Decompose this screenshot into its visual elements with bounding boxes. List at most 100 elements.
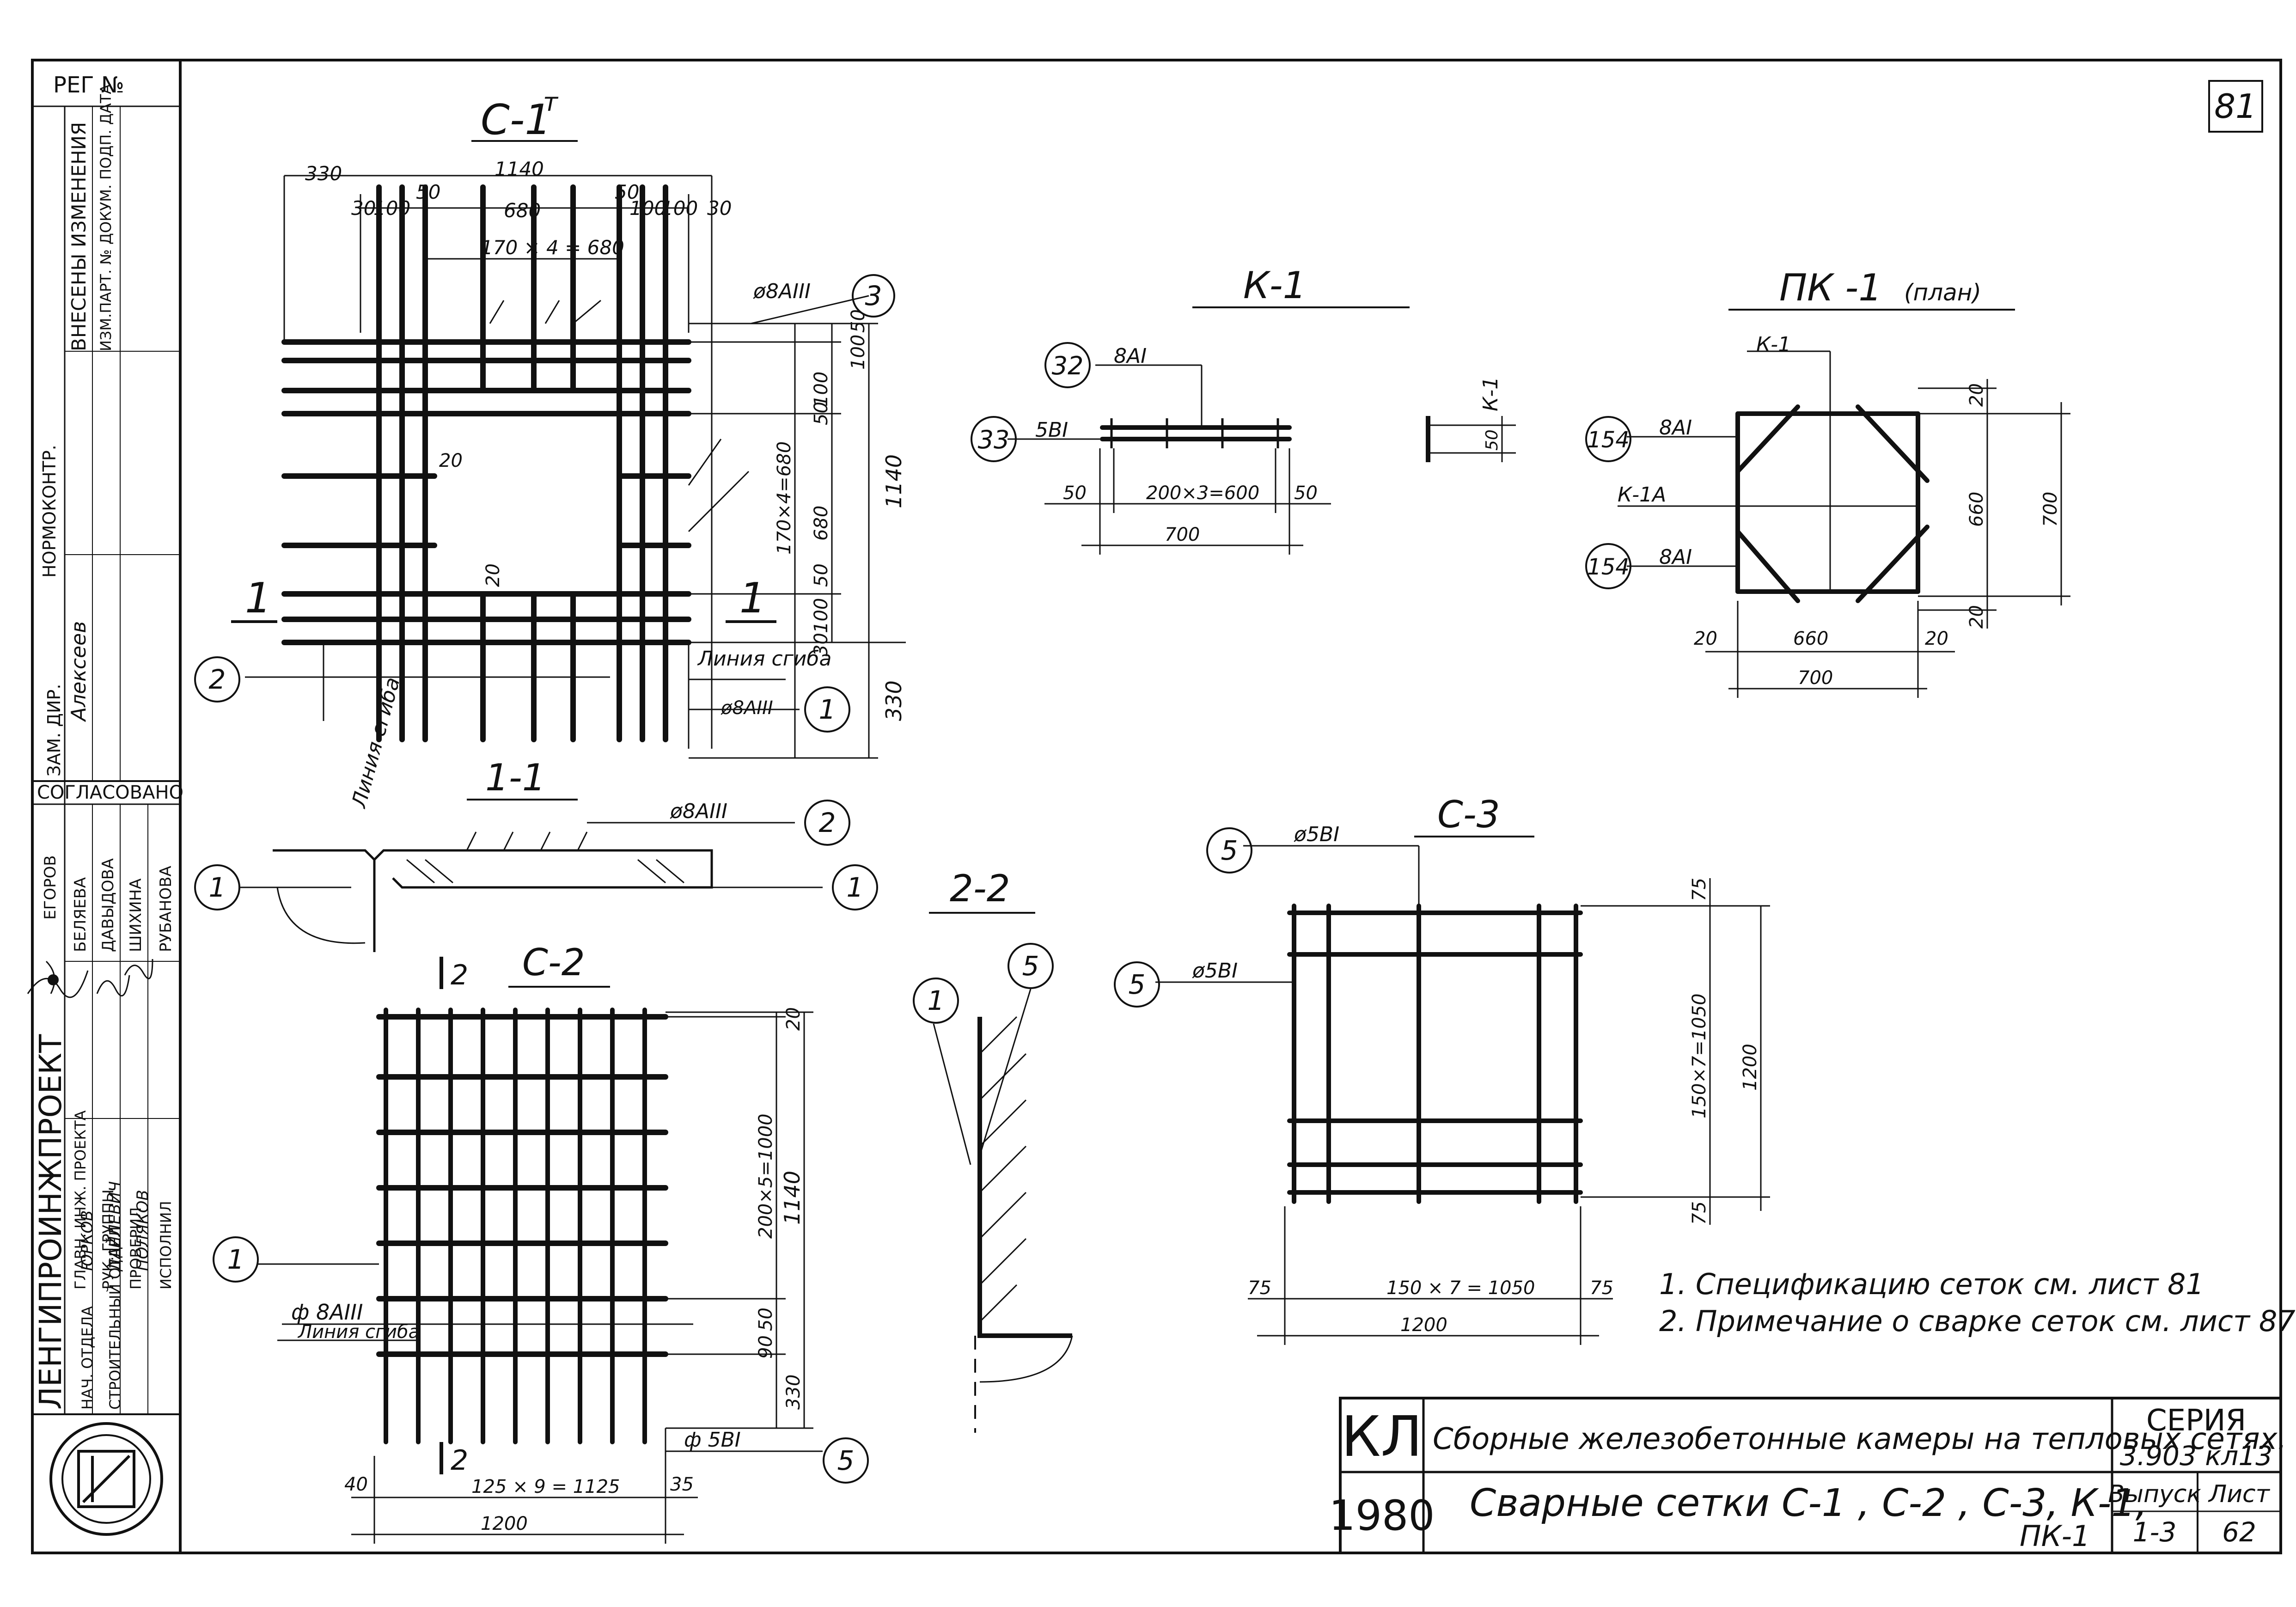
dim-label: 170 × 4 = 680 [481, 236, 624, 259]
c1t-title-sup: т [543, 87, 559, 117]
dim-label: 330 [881, 680, 906, 721]
bend-line-label: Линия сгиба [297, 1321, 420, 1343]
bar-label: ø5ВI [1192, 959, 1238, 983]
dim-label: 50 [1063, 483, 1087, 504]
ink-dot [48, 974, 59, 985]
agreed-label: СОГЛАСОВАНО [37, 782, 183, 803]
normocontrol-name: Алексеев [67, 621, 91, 722]
org-logo [49, 1422, 163, 1536]
c2-title: С-2 [522, 941, 585, 984]
bar-label: ø8АIII [753, 280, 811, 303]
changes-cols: ИЗМ.ПАРТ. № ДОКУМ. ПОДП. ДАТА [97, 84, 115, 351]
dim-label: 330 [783, 1375, 804, 1410]
sheet-number: 62 [2222, 1516, 2256, 1548]
dim-label: 1200 [1400, 1314, 1447, 1336]
title-block: КЛ 1980 Сборные железобетонные камеры на… [1329, 1397, 2287, 1554]
mesh-c3: С-3 ø5ВI ø5ВI [1114, 793, 1770, 1345]
bar-label: ø5ВI [1294, 823, 1339, 846]
bar-label: 8АI [1659, 416, 1692, 440]
dim-label: 100 [811, 598, 832, 633]
dim-label: 680 [811, 506, 832, 541]
k1-title: К-1 [1243, 264, 1307, 307]
frame-pk1: ПК -1 (план) [1585, 266, 2070, 698]
bar-label: 5ВI [1035, 418, 1068, 442]
dim-label: 150×7=1050 [1689, 993, 1710, 1118]
signature [124, 959, 153, 979]
dim-label: 1200 [1740, 1044, 1761, 1091]
section-title: 1-1 [485, 756, 546, 799]
dim-label: 20 [783, 1007, 804, 1031]
dim-label: 50 [1483, 429, 1502, 451]
dim-label: 75 [1248, 1277, 1271, 1299]
issue-label: Выпуск [2108, 1480, 2201, 1508]
callout: 2 [209, 664, 226, 695]
dim-label: 100 [811, 372, 832, 407]
dim-label: 200×5=1000 [755, 1113, 776, 1239]
dim-label: 1140 [881, 454, 906, 508]
callout: 2 [819, 807, 836, 838]
normocontrol-label: НОРМОКОНТР. [39, 445, 60, 578]
bar-label: ф 8АIII [291, 1300, 363, 1325]
callout: 5 [1221, 835, 1238, 866]
role-label: РУК. ГРУППЫ [99, 1189, 117, 1289]
signature [96, 975, 130, 996]
sheet-name: Сварные сетки С-1 , С-2 , С-3, К-1, [1470, 1481, 2148, 1525]
callout: 1 [928, 985, 945, 1016]
note-2: 2. Примечание о сварке сеток см. лист 87… [1659, 1304, 2296, 1338]
label: К-1 [1756, 333, 1791, 356]
role-label: ГЛАВН. ИНЖ. ПРОЕКТА [72, 1110, 89, 1289]
dim-label: 40 [344, 1474, 368, 1495]
dim-label: 35 [670, 1474, 694, 1495]
role-label: ИСПОЛНИЛ [157, 1201, 175, 1289]
note-1: 1. Спецификацию сеток см. лист 81 [1659, 1267, 2204, 1301]
logo-text: КЛ [1341, 1405, 1422, 1469]
dim-label: 100 [661, 197, 698, 220]
changes-title: ВНЕСЕНЫ ИЗМЕНЕНИЯ [67, 122, 90, 351]
dim-label: 150 × 7 = 1050 [1386, 1277, 1535, 1299]
dim-label: 50 [416, 181, 440, 203]
dim-label: 75 [1590, 1277, 1613, 1299]
callout: 154 [1587, 554, 1630, 580]
dim-label: 100 [848, 335, 869, 370]
dim-label: 200×3=600 [1146, 483, 1259, 504]
dim-label: 700 [1798, 667, 1833, 689]
dim-label: 125 × 9 = 1125 [471, 1476, 620, 1497]
dim-label: 660 [1793, 628, 1828, 649]
callout: 5 [1022, 950, 1039, 982]
side-label: К-1 [1479, 377, 1502, 411]
section-1-1: 1-1 ø8АIII 2 1 1 [194, 756, 878, 952]
dim-label: 700 [1165, 524, 1200, 545]
bar-label: 8АI [1114, 344, 1147, 368]
dim-label: 1140 [780, 1171, 805, 1225]
year: 1980 [1329, 1491, 1435, 1540]
dim-label: 20 [1966, 605, 1987, 629]
deputy-label: ЗАМ. ДИР. [44, 684, 64, 776]
section-mark: 2 [451, 1444, 468, 1477]
page-number-box [2208, 80, 2263, 133]
agreed-name: БЕЛЯЕВА [71, 877, 90, 952]
dim-label: 680 [504, 199, 541, 222]
side-stamp: РЕГ № НОРМОКОНТР. ВНЕСЕНЫ ИЗМЕНЕНИЯ ИЗМ.… [27, 72, 183, 1536]
dim-label: 30 [707, 197, 732, 220]
dim-label: 100 [373, 197, 410, 220]
role-label: ПРОВЕРИЛ [127, 1207, 145, 1289]
agreed-name: РУБАНОВА [157, 866, 175, 952]
section-2-2: 2-2 5 1 [913, 867, 1073, 1433]
dim-label: 50 [615, 181, 639, 203]
dim-label: 700 [2040, 492, 2061, 527]
dim-label: 30 [811, 633, 832, 656]
section-mark: 1 [739, 574, 766, 623]
dim-label: 20 [1694, 628, 1717, 649]
callout: 32 [1052, 351, 1084, 380]
sheet-name-2: ПК-1 [2020, 1519, 2090, 1553]
issue: 1-3 [2133, 1516, 2177, 1548]
section-title: 2-2 [950, 867, 1010, 910]
subject: Сборные железобетонные камеры на тепловы… [1433, 1422, 2287, 1456]
mesh-c1t: С-1 т [194, 87, 906, 811]
role-label: НАЧ. ОТДЕЛА [79, 1306, 96, 1410]
dim-label: 100 [629, 197, 666, 220]
dim-label: 50 [811, 402, 832, 425]
org-line2: СТРОИТЕЛЬНЫЙ ОТДЕЛ [106, 1226, 124, 1410]
dim-label: 50 [848, 309, 869, 333]
dim-label: 90 [755, 1335, 776, 1359]
